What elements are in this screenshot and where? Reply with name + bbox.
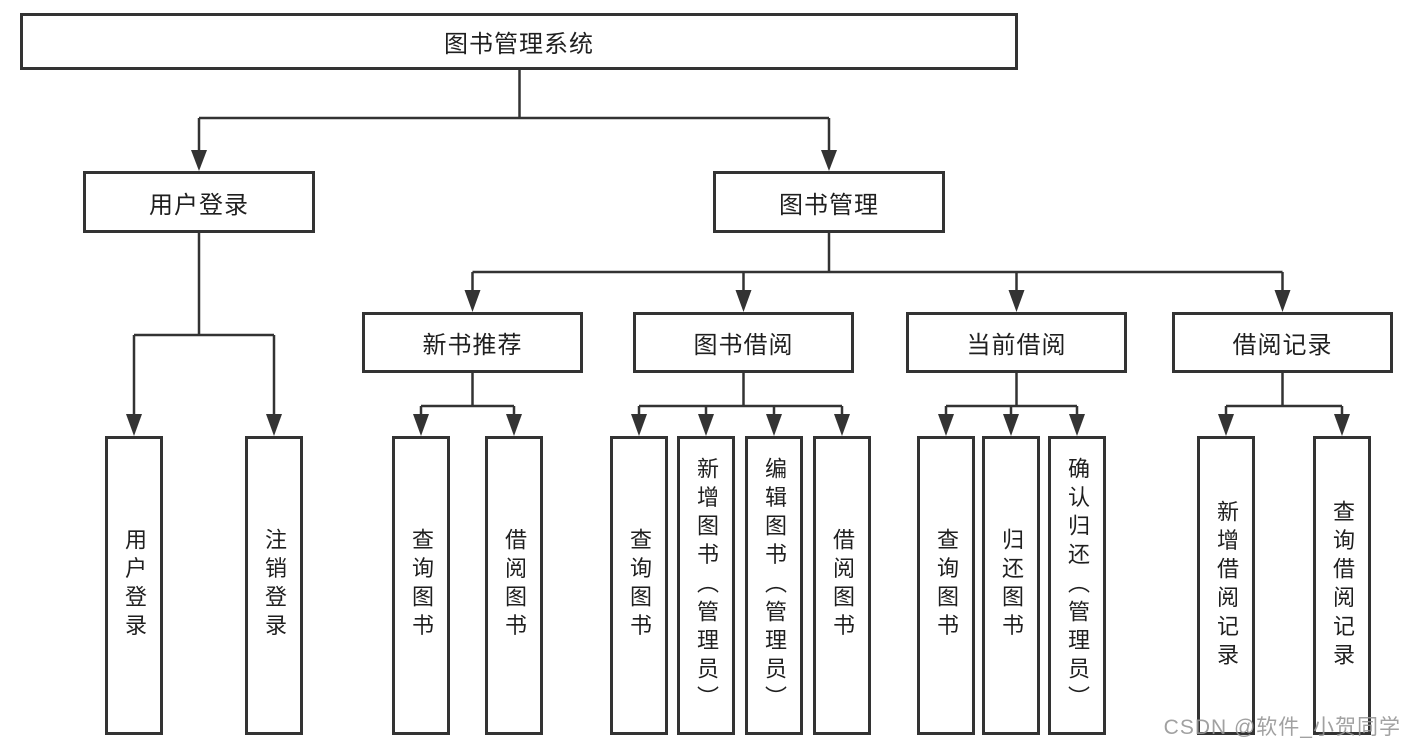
leaf-bb-add-book-admin-label: 新增图书（管理员） (694, 456, 719, 715)
leaf-logout: 注销登录 (245, 436, 303, 735)
leaf-cb-query-books-label: 查询图书 (934, 528, 959, 643)
leaf-br-add-borrow-record: 新增借阅记录 (1197, 436, 1255, 735)
node-current-borrowing: 当前借阅 (906, 312, 1127, 373)
node-book-management: 图书管理 (713, 171, 945, 233)
leaf-bb-borrow-books-label: 借阅图书 (830, 528, 855, 643)
node-new-book-recommendation: 新书推荐 (362, 312, 583, 373)
leaf-cb-confirm-return-admin: 确认归还（管理员） (1048, 436, 1106, 735)
leaf-cb-return-books-label: 归还图书 (999, 528, 1024, 643)
node-book-borrowing: 图书借阅 (633, 312, 854, 373)
leaf-bb-query-books-label: 查询图书 (627, 528, 652, 643)
leaf-nbr-query-books-label: 查询图书 (409, 528, 434, 643)
leaf-bb-add-book-admin: 新增图书（管理员） (677, 436, 735, 735)
leaf-user-login: 用户登录 (105, 436, 163, 735)
leaf-br-add-borrow-record-label: 新增借阅记录 (1214, 499, 1239, 672)
node-borrowing-records: 借阅记录 (1172, 312, 1393, 373)
leaf-nbr-query-books: 查询图书 (392, 436, 450, 735)
leaf-cb-query-books: 查询图书 (917, 436, 975, 735)
leaf-cb-return-books: 归还图书 (982, 436, 1040, 735)
leaf-nbr-borrow-books-label: 借阅图书 (502, 528, 527, 643)
leaf-user-login-label: 用户登录 (122, 528, 147, 643)
node-root: 图书管理系统 (20, 13, 1018, 70)
watermark: CSDN @软件_小贺同学 (1163, 716, 1401, 739)
leaf-cb-confirm-return-admin-label: 确认归还（管理员） (1065, 456, 1090, 715)
leaf-bb-borrow-books: 借阅图书 (813, 436, 871, 735)
leaf-br-query-borrow-record: 查询借阅记录 (1313, 436, 1371, 735)
leaf-logout-label: 注销登录 (262, 528, 287, 643)
leaf-nbr-borrow-books: 借阅图书 (485, 436, 543, 735)
leaf-bb-query-books: 查询图书 (610, 436, 668, 735)
leaf-bb-edit-book-admin: 编辑图书（管理员） (745, 436, 803, 735)
leaf-br-query-borrow-record-label: 查询借阅记录 (1330, 499, 1355, 672)
leaf-bb-edit-book-admin-label: 编辑图书（管理员） (762, 456, 787, 715)
node-user-login: 用户登录 (83, 171, 315, 233)
